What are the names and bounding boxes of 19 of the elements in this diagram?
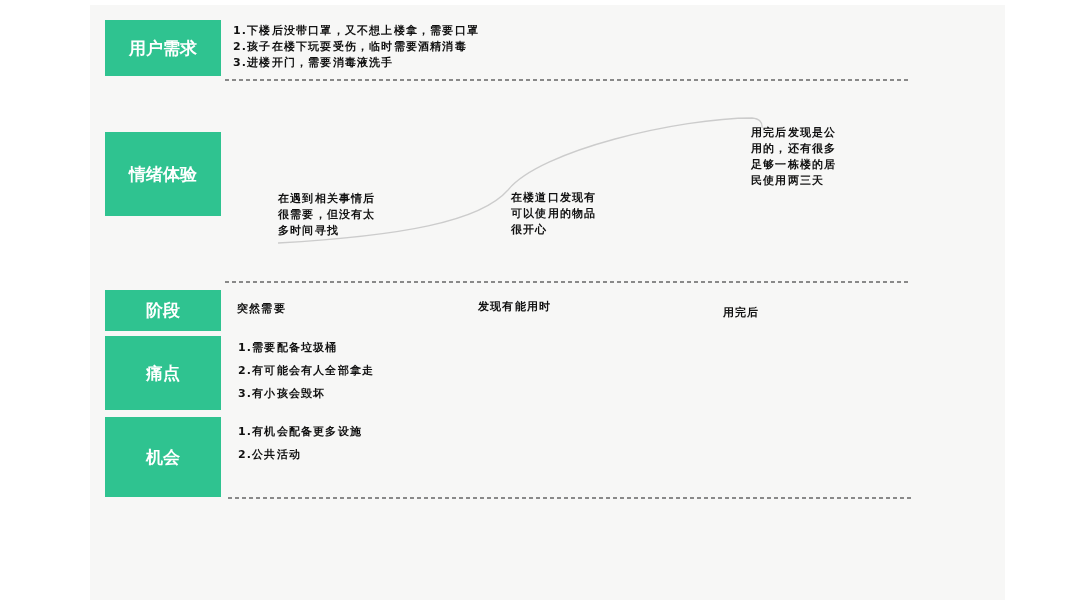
need-item: 3.进楼开门，需要消毒液洗手: [233, 55, 394, 71]
emotion-note: 在遇到相关事情后很需要，但没有太多时间寻找: [278, 191, 377, 239]
row-header: 阶段: [105, 290, 221, 331]
need-item: 1.下楼后没带口罩，又不想上楼拿，需要口罩: [233, 23, 480, 39]
need-item: 2.孩子在楼下玩耍受伤，临时需要酒精消毒: [233, 39, 467, 55]
stage-label: 发现有能用时: [478, 299, 552, 315]
row-header: 情绪体验: [105, 132, 221, 216]
row-header: 机会: [105, 417, 221, 497]
pain-point-item: 3.有小孩会毁坏: [238, 386, 326, 402]
row-header: 痛点: [105, 336, 221, 410]
row-header: 用户需求: [105, 20, 221, 76]
stage-label: 用完后: [723, 305, 760, 321]
opportunity-item: 2.公共活动: [238, 447, 302, 463]
opportunity-item: 1.有机会配备更多设施: [238, 424, 363, 440]
emotion-note: 在楼道口发现有可以使用的物品很开心: [511, 190, 598, 238]
emotion-note: 用完后发现是公用的，还有很多足够一栋楼的居民使用两三天: [751, 125, 838, 189]
pain-point-item: 2.有可能会有人全部拿走: [238, 363, 375, 379]
stage-label: 突然需要: [237, 301, 286, 317]
pain-point-item: 1.需要配备垃圾桶: [238, 340, 338, 356]
